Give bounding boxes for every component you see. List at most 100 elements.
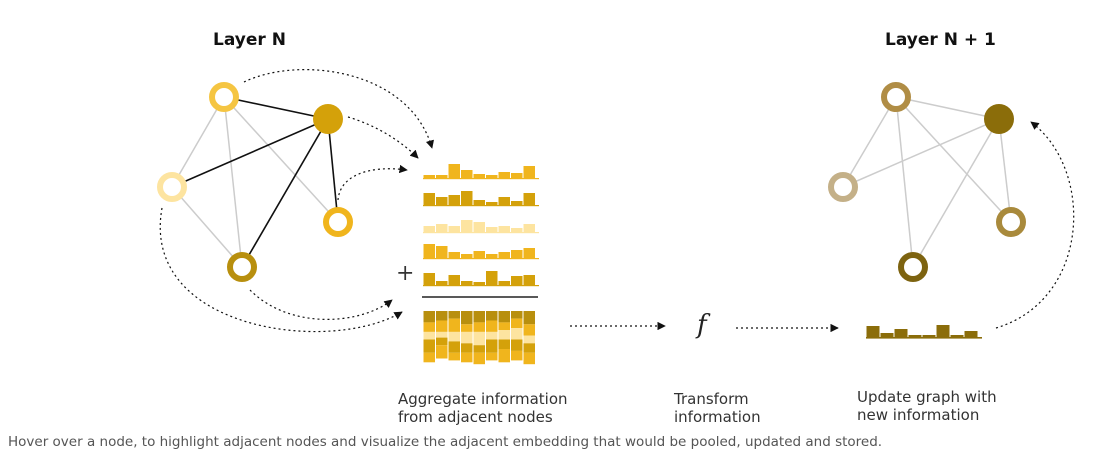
layer-n-title: Layer N: [213, 30, 286, 50]
layer-n1-edges: [842, 96, 1012, 268]
out-node-center-updated[interactable]: [984, 104, 1014, 134]
embedding-cell: [486, 175, 498, 178]
node-bottom[interactable]: [227, 252, 257, 282]
pooled-cell: [511, 339, 523, 351]
edge-black: [223, 96, 329, 120]
embedding-cell: [498, 172, 510, 178]
node-center-selected[interactable]: [313, 104, 343, 134]
pooled-embedding: [423, 311, 535, 365]
pooled-cell: [461, 343, 473, 353]
arrow-from-right: [337, 164, 408, 201]
pooled-cell: [423, 339, 435, 353]
pooled-cell: [498, 349, 510, 363]
node-top-left[interactable]: [209, 82, 239, 112]
embedding-cell: [448, 226, 460, 232]
edge-black: [327, 118, 339, 223]
pooled-cell: [498, 339, 510, 349]
plus-symbol: +: [396, 261, 414, 286]
layer-n1-title: Layer N + 1: [885, 30, 996, 50]
arrow-from-left: [159, 207, 403, 333]
embedding-cell: [436, 197, 448, 205]
embedding-cell: [498, 252, 510, 258]
pooled-cell: [473, 322, 485, 332]
function-symbol: f: [695, 310, 711, 340]
embedding-cell: [461, 281, 473, 285]
transform-caption-line2: information: [674, 408, 761, 426]
edge-black: [171, 118, 329, 188]
embedding-cell: [461, 254, 473, 258]
updated-cell: [922, 335, 936, 337]
arrow-from-center: [347, 116, 419, 159]
out-node-top-left[interactable]: [881, 82, 911, 112]
pooled-cell: [423, 352, 435, 363]
embedding-baseline: [423, 178, 539, 180]
transform-caption-line1: Transform: [674, 390, 749, 408]
embedding-cell: [511, 250, 523, 258]
embedding-cell: [523, 275, 535, 285]
layer-n1-nodes[interactable]: [828, 82, 1026, 282]
embedding-cell: [473, 282, 485, 285]
pooled-cell: [436, 345, 448, 359]
embedding-baseline: [423, 285, 539, 287]
pooled-cell: [523, 343, 535, 353]
updated-cell: [950, 335, 964, 337]
embedding-cell: [486, 254, 498, 258]
pooled-cell: [423, 331, 435, 340]
updated-cell: [866, 326, 880, 337]
pooled-cell: [523, 324, 535, 336]
update-caption-line1: Update graph with: [857, 388, 997, 406]
pooled-cell: [448, 318, 460, 332]
pooled-cell: [461, 311, 473, 325]
pooled-cell: [511, 328, 523, 340]
pooled-cell: [511, 350, 523, 361]
embedding-cell: [473, 200, 485, 205]
embedding-cell: [523, 193, 535, 205]
pooled-cell: [486, 311, 498, 321]
layer-n-nodes[interactable]: [157, 82, 353, 282]
arrow-from-bottom: [249, 289, 393, 320]
node-left[interactable]: [157, 172, 187, 202]
edge-gray: [895, 96, 1012, 223]
embedding-cell: [523, 166, 535, 178]
embedding-baseline: [423, 205, 539, 207]
pooled-cell: [511, 318, 523, 329]
embedding-cell: [511, 276, 523, 285]
embedding-cell: [486, 271, 498, 285]
updated-cell: [894, 329, 908, 337]
embedding-cell: [423, 244, 435, 258]
pooled-cell: [448, 352, 460, 361]
embedding-cell: [511, 201, 523, 205]
pooled-cell: [486, 331, 498, 340]
pooled-cell: [473, 345, 485, 353]
embedding-cell: [461, 191, 473, 205]
embedding-cell: [436, 281, 448, 285]
edge-black: [241, 118, 329, 268]
edge-gray: [171, 186, 243, 268]
embedding-cell: [461, 220, 473, 232]
embedding-cell: [448, 275, 460, 285]
embedding-cell: [511, 228, 523, 232]
updated-baseline: [866, 337, 982, 339]
pooled-cell: [436, 337, 448, 346]
updated-embedding: [866, 325, 982, 339]
pooled-cell: [448, 311, 460, 319]
pooled-cell: [498, 330, 510, 340]
pooled-cell: [473, 311, 485, 323]
pooled-cell: [423, 322, 435, 332]
aggregate-caption: Aggregate information from adjacent node…: [398, 390, 568, 426]
pooled-cell: [461, 324, 473, 332]
update-caption: Update graph with new information: [857, 388, 997, 424]
embedding-cell: [473, 222, 485, 232]
edge-gray: [171, 96, 225, 188]
out-node-bottom[interactable]: [898, 252, 928, 282]
updated-cell: [936, 325, 950, 337]
out-node-left[interactable]: [828, 172, 858, 202]
embedding-cell: [498, 281, 510, 285]
node-right[interactable]: [323, 207, 353, 237]
edge-gray: [998, 118, 1012, 223]
embedding-cell: [423, 273, 435, 285]
embedding-cell: [498, 226, 510, 232]
out-node-right[interactable]: [996, 207, 1026, 237]
edge-gray: [223, 96, 243, 268]
